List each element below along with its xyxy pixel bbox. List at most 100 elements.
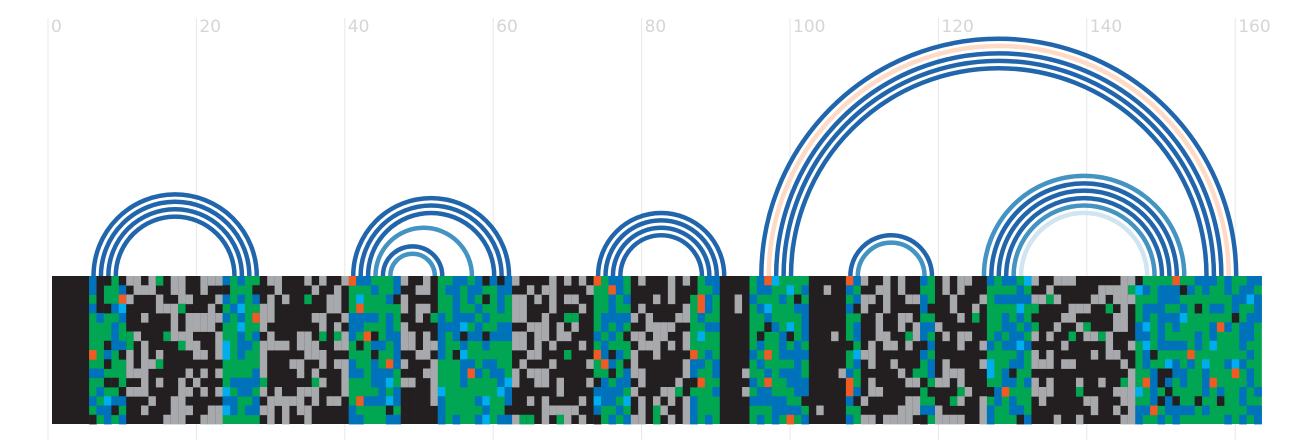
alignment-cell <box>133 285 142 295</box>
alignment-cell <box>779 396 787 406</box>
alignment-cell <box>341 313 350 323</box>
alignment-cell <box>942 359 951 369</box>
alignment-column <box>1053 276 1062 424</box>
alignment-cell <box>200 322 209 332</box>
alignment-cell <box>801 377 810 388</box>
alignment-cell <box>185 387 194 397</box>
alignment-cell <box>222 350 231 360</box>
alignment-cell <box>845 377 854 388</box>
alignment-cell <box>630 331 639 342</box>
alignment-cell <box>601 396 609 406</box>
alignment-cell <box>667 414 676 425</box>
alignment-cell <box>957 276 966 286</box>
alignment-column <box>1075 276 1084 424</box>
alignment-cell <box>512 294 520 305</box>
alignment-cell <box>1224 414 1233 425</box>
alignment-cell <box>1157 368 1166 379</box>
alignment-cell <box>304 414 313 425</box>
alignment-cell <box>1172 322 1181 332</box>
alignment-cell <box>274 387 283 397</box>
alignment-cell <box>393 359 402 369</box>
alignment-cell <box>801 285 810 295</box>
alignment-cell <box>1209 322 1218 332</box>
alignment-cell <box>252 285 261 295</box>
alignment-cell <box>415 350 424 360</box>
alignment-cell <box>704 276 713 286</box>
alignment-cell <box>1231 294 1240 305</box>
alignment-cell <box>534 294 543 305</box>
alignment-cell <box>1150 377 1158 388</box>
alignment-cell <box>1127 387 1136 397</box>
alignment-cell <box>1001 340 1010 351</box>
alignment-cell <box>1001 294 1010 305</box>
alignment-cell <box>267 303 275 314</box>
alignment-column <box>727 276 736 424</box>
alignment-cell <box>512 340 520 351</box>
alignment-cell <box>1172 414 1181 425</box>
alignment-cell <box>645 313 654 323</box>
alignment-cell <box>192 313 201 323</box>
alignment-cell <box>586 377 595 388</box>
alignment-cell <box>845 414 854 425</box>
alignment-cell <box>512 414 520 425</box>
alignment-cell <box>571 405 580 416</box>
alignment-cell <box>845 285 854 295</box>
alignment-cell <box>341 340 350 351</box>
alignment-cell <box>222 276 231 286</box>
alignment-cell <box>905 414 914 425</box>
alignment-cell <box>200 350 209 360</box>
alignment-cell <box>1090 350 1099 360</box>
alignment-column <box>949 276 958 424</box>
alignment-cell <box>868 377 877 388</box>
alignment-cell <box>697 294 706 305</box>
base-pair-arc <box>618 233 705 277</box>
alignment-column <box>541 276 550 424</box>
alignment-cell <box>400 294 409 305</box>
alignment-cell <box>348 359 357 369</box>
alignment-cell <box>593 350 602 360</box>
alignment-cell <box>111 322 120 332</box>
alignment-cell <box>1135 387 1144 397</box>
alignment-cell <box>593 276 602 286</box>
alignment-column <box>875 276 884 424</box>
alignment-cell <box>927 359 936 369</box>
alignment-cell <box>155 276 164 286</box>
alignment-cell <box>222 405 231 416</box>
alignment-cell <box>170 405 179 416</box>
alignment-column <box>571 276 580 424</box>
alignment-cell <box>437 331 446 342</box>
base-pair-arc <box>996 188 1172 277</box>
alignment-cell <box>1202 359 1210 369</box>
alignment-cell <box>690 350 698 360</box>
alignment-cell <box>667 294 676 305</box>
alignment-cell <box>638 396 646 406</box>
alignment-cell <box>267 340 275 351</box>
alignment-cell <box>979 340 988 351</box>
alignment-cell <box>289 396 298 406</box>
alignment-cell <box>1120 313 1129 323</box>
alignment-column <box>170 276 179 424</box>
alignment-cell <box>801 322 810 332</box>
alignment-cell <box>756 359 765 369</box>
alignment-cell <box>237 340 246 351</box>
alignment-cell <box>756 276 765 286</box>
alignment-cell <box>460 359 468 369</box>
alignment-cell <box>563 294 572 305</box>
alignment-cell <box>883 303 891 314</box>
alignment-cell <box>1113 405 1121 416</box>
alignment-cell <box>141 387 149 397</box>
alignment-cell <box>1098 294 1107 305</box>
base-pair-arc <box>113 214 237 277</box>
alignment-cell <box>860 396 869 406</box>
alignment-cell <box>1239 340 1248 351</box>
alignment-cell <box>1068 331 1077 342</box>
alignment-cell <box>319 331 327 342</box>
alignment-cell <box>304 276 313 286</box>
alignment-cell <box>222 387 231 397</box>
alignment-cell <box>845 368 854 379</box>
alignment-cell <box>482 313 491 323</box>
alignment-cell <box>845 303 854 314</box>
alignment-cell <box>1113 285 1121 295</box>
alignment-cell <box>1031 350 1040 360</box>
alignment-cell <box>178 387 186 397</box>
